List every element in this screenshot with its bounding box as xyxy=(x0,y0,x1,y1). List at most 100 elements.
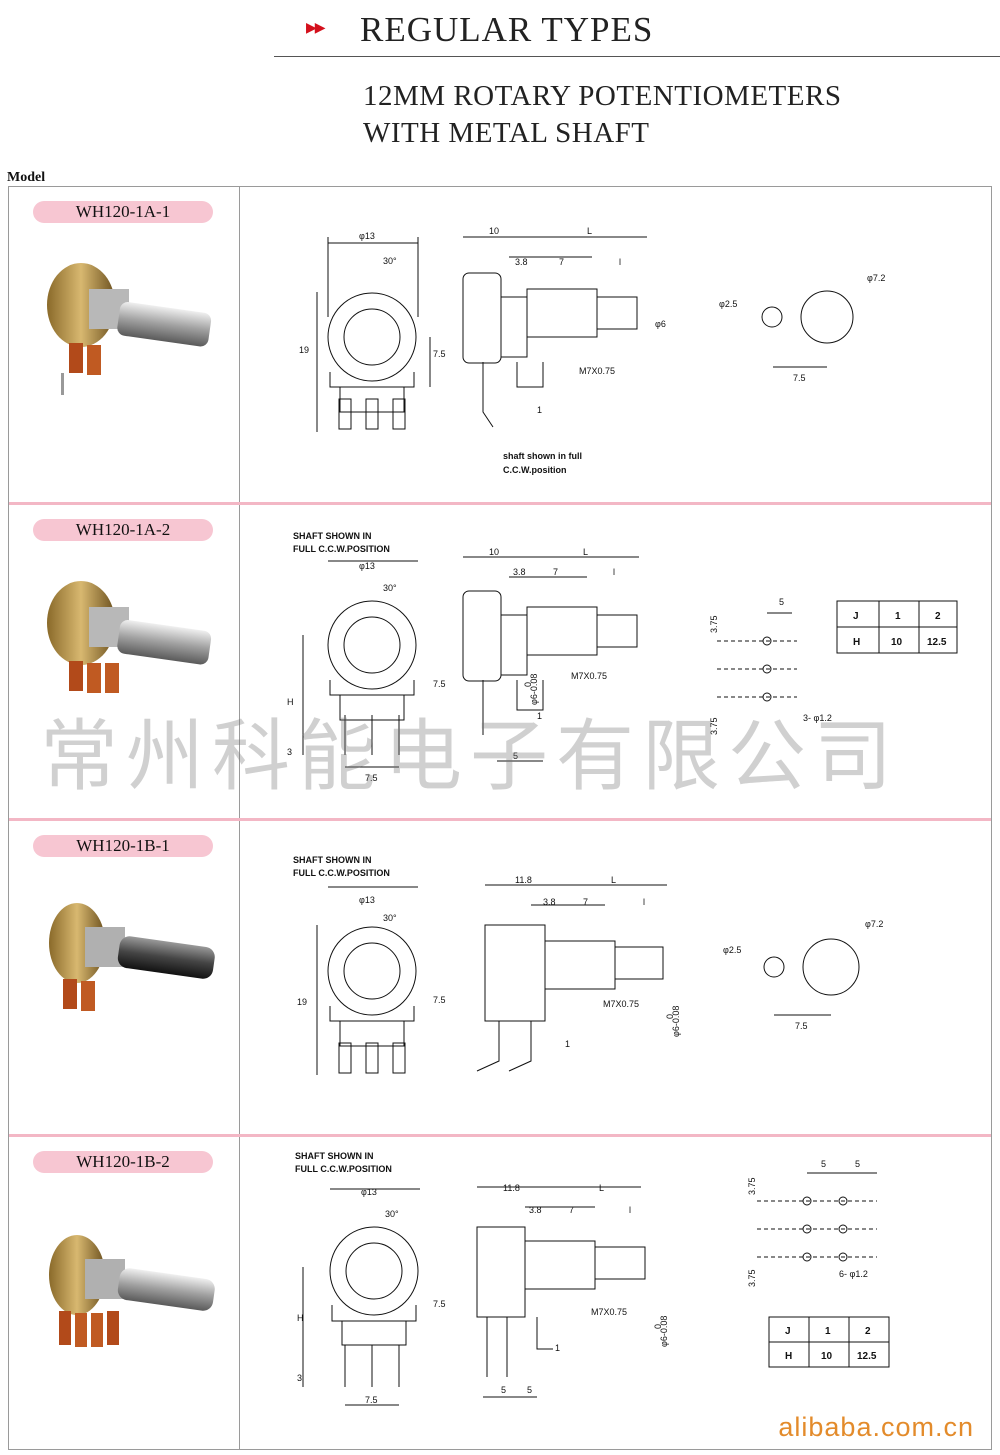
dim-hole-row-b: 3.75 xyxy=(747,1269,757,1287)
dim-pin-length: 3 xyxy=(287,747,292,757)
dim-height: 19 xyxy=(297,997,307,1007)
dim-pin-hole: φ2.5 xyxy=(719,299,737,309)
column-divider xyxy=(239,505,240,818)
dim-shaft-tolerance: φ6-0.08 xyxy=(659,1316,669,1347)
dim-height-H: H xyxy=(287,697,294,707)
shaft-note-line-2: FULL C.C.W.POSITION xyxy=(293,544,390,554)
dim-terminal: 1 xyxy=(537,711,542,721)
model-badge: WH120-1A-1 xyxy=(33,201,213,223)
dim-terminal: 1 xyxy=(555,1343,560,1353)
column-divider xyxy=(239,821,240,1134)
table-cell: 12.5 xyxy=(927,637,947,648)
table-header-cell: J xyxy=(785,1326,791,1337)
dim-hole-spacing: 5 xyxy=(779,597,784,607)
page-subtitle: 12MM ROTARY POTENTIOMETERS WITH METAL SH… xyxy=(363,78,841,152)
dim-diameter: φ13 xyxy=(359,561,375,571)
table-cell: H xyxy=(853,637,860,648)
dim-offset: 7.5 xyxy=(433,995,446,1005)
dim-hole-pitch: 7.5 xyxy=(793,373,806,383)
dim-knurl: l xyxy=(643,897,645,907)
dim-hole-row-a: 3.75 xyxy=(709,615,719,633)
dim-offset: 7.5 xyxy=(433,349,446,359)
dim-bushing-start: 3.8 xyxy=(543,897,556,907)
model-badge: WH120-1B-1 xyxy=(33,835,213,857)
dim-diameter: φ13 xyxy=(359,895,375,905)
dim-terminal: 1 xyxy=(565,1039,570,1049)
dim-length: L xyxy=(587,226,592,236)
table-cell: H xyxy=(785,1351,792,1362)
dim-angle: 30° xyxy=(383,256,397,266)
dim-length: L xyxy=(611,875,616,885)
dim-body-width: 11.8 xyxy=(503,1183,520,1193)
dim-hole-row-b: 3.75 xyxy=(709,717,719,735)
page-header: ▶▶ REGULAR TYPES 12MM ROTARY POTENTIOMET… xyxy=(0,0,1000,160)
dim-pin-pitch: 7.5 xyxy=(365,1395,378,1405)
dim-bushing: 7 xyxy=(559,257,564,267)
dim-knurl: l xyxy=(629,1205,631,1215)
model-badge: WH120-1A-2 xyxy=(33,519,213,541)
dim-bushing: 7 xyxy=(553,567,558,577)
dim-shaft-tolerance: φ6-0.08 xyxy=(671,1006,681,1037)
table-row: WH120-1B-2 xyxy=(9,1137,991,1449)
table-row: WH120-1A-1 xyxy=(9,187,991,505)
company-watermark: 常州科能电子有限公司 xyxy=(40,712,901,802)
dim-bushing: 7 xyxy=(569,1205,574,1215)
dim-offset: 7.5 xyxy=(433,1299,446,1309)
dim-bushing-start: 3.8 xyxy=(513,567,526,577)
title-rule xyxy=(274,56,1000,57)
table-header-cell: 1 xyxy=(825,1326,831,1337)
dim-offset: 7.5 xyxy=(433,679,446,689)
dim-bushing-start: 3.8 xyxy=(529,1205,542,1215)
column-divider xyxy=(239,1137,240,1449)
shaft-note-line-2: C.C.W.position xyxy=(503,465,567,475)
dim-diameter: φ13 xyxy=(361,1187,377,1197)
potentiometer-photo xyxy=(49,903,215,1011)
dim-terminal-offset-a: 5 xyxy=(501,1385,506,1395)
shaft-note-line-2: FULL C.C.W.POSITION xyxy=(295,1164,392,1174)
table-header-cell: 2 xyxy=(935,611,941,622)
dim-pin-pitch: 7.5 xyxy=(365,773,378,783)
dim-angle: 30° xyxy=(385,1209,399,1219)
shaft-note-line-2: FULL C.C.W.POSITION xyxy=(293,868,390,878)
column-divider xyxy=(239,187,240,502)
dim-hole-pitch: 7.5 xyxy=(795,1021,808,1031)
model-column-label: Model xyxy=(7,170,46,185)
dim-thread: M7X0.75 xyxy=(579,366,615,376)
footer-watermark: alibaba.com.cn xyxy=(778,1412,974,1442)
subtitle-line-2: WITH METAL SHAFT xyxy=(363,117,650,149)
shaft-note-line-1: SHAFT SHOWN IN xyxy=(293,855,372,865)
dim-height-H: H xyxy=(297,1313,304,1323)
dim-angle: 30° xyxy=(383,583,397,593)
dim-body-width: 11.8 xyxy=(515,875,532,885)
dim-terminal-offset-b: 5 xyxy=(527,1385,532,1395)
page-title: REGULAR TYPES xyxy=(360,10,654,49)
dim-thread: M7X0.75 xyxy=(571,671,607,681)
shaft-note-line-1: shaft shown in full xyxy=(503,451,582,461)
dim-bushing-start: 3.8 xyxy=(515,257,528,267)
technical-drawing: SHAFT SHOWN IN FULL C.C.W.POSITION φ13 3… xyxy=(293,855,883,1075)
table-header-cell: J xyxy=(853,611,859,622)
dim-shaft-tolerance: φ6-0.08 xyxy=(529,674,539,705)
double-arrow-icon: ▶▶ xyxy=(306,20,325,36)
table-header-cell: 1 xyxy=(895,611,901,622)
dim-length: L xyxy=(583,547,588,557)
dim-diameter: φ13 xyxy=(359,231,375,241)
technical-drawing: SHAFT SHOWN IN FULL C.C.W.POSITION φ13 3… xyxy=(287,531,958,783)
dim-height: 19 xyxy=(299,345,309,355)
dim-hole-count: 3- φ1.2 xyxy=(803,713,832,723)
dim-thread: M7X0.75 xyxy=(591,1307,627,1317)
table-cell: 12.5 xyxy=(857,1351,877,1362)
table-row: WH120-1B-1 SHAFT SHOWN IN xyxy=(9,821,991,1137)
dim-angle: 30° xyxy=(383,913,397,923)
dim-knurl: l xyxy=(613,567,615,577)
technical-drawing: SHAFT SHOWN IN FULL C.C.W.POSITION φ13 3… xyxy=(295,1151,890,1406)
model-table: WH120-1A-1 xyxy=(8,186,992,1450)
table-cell: 10 xyxy=(821,1351,833,1362)
model-badge: WH120-1B-2 xyxy=(33,1151,213,1173)
potentiometer-photo xyxy=(47,263,212,395)
dim-terminal-offset: 5 xyxy=(513,751,518,761)
dim-pin-hole: φ2.5 xyxy=(723,945,741,955)
potentiometer-photo xyxy=(47,581,212,693)
technical-drawing: φ13 30° 19 7.5 10 L 3.8 7 l φ6 M7X0.75 1… xyxy=(299,226,885,475)
dim-terminal: 1 xyxy=(537,405,542,415)
